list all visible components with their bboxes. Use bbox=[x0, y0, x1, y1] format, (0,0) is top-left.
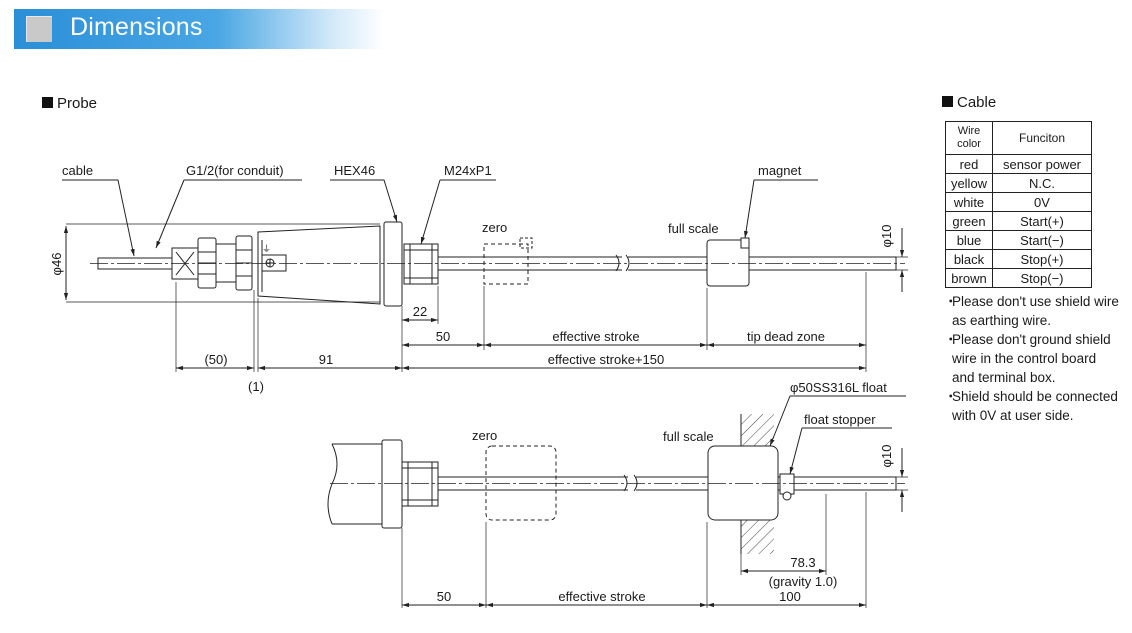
label-float-stopper: float stopper bbox=[804, 412, 876, 427]
section-square-icon bbox=[42, 97, 53, 108]
float-stopper bbox=[779, 473, 795, 495]
label-zero: zero bbox=[482, 220, 507, 235]
housing bbox=[257, 225, 381, 305]
wire-color-cell: blue bbox=[945, 230, 993, 250]
zero-float-outline bbox=[485, 445, 557, 521]
function-cell: 0V bbox=[992, 192, 1092, 212]
dim-91: 91 bbox=[319, 352, 333, 367]
dim-50: 50 bbox=[436, 329, 450, 344]
probe-section-title: Probe bbox=[42, 95, 97, 112]
label-magnet: magnet bbox=[758, 163, 802, 178]
function-cell: Stop(−) bbox=[992, 268, 1092, 288]
function-cell: Start(+) bbox=[992, 211, 1092, 231]
label-float-spec: φ50SS316L float bbox=[790, 380, 887, 395]
label-m24: M24xP1 bbox=[444, 163, 492, 178]
wire-color-cell: green bbox=[945, 211, 993, 231]
wire-color-cell: brown bbox=[945, 268, 993, 288]
header-wire-color: Wire color bbox=[945, 121, 993, 155]
cable-notes: ・Please don't use shield wire as earthin… bbox=[944, 292, 1122, 425]
dim-tip-dead-zone: tip dead zone bbox=[747, 329, 825, 344]
magnet-float bbox=[706, 239, 750, 287]
wire-color-cell: red bbox=[945, 154, 993, 174]
label-hex: HEX46 bbox=[334, 163, 375, 178]
hex-flange bbox=[383, 221, 403, 307]
wire-color-cell: yellow bbox=[945, 173, 993, 193]
wire-color-cell: white bbox=[945, 192, 993, 212]
label-zero-float: zero bbox=[472, 428, 497, 443]
function-cell: N.C. bbox=[992, 173, 1092, 193]
dim-100: 100 bbox=[779, 589, 801, 604]
wire-color-cell: black bbox=[945, 249, 993, 269]
stem bbox=[438, 256, 622, 271]
dim-effective-stroke: effective stroke bbox=[552, 329, 639, 344]
dim-50-float: 50 bbox=[437, 589, 451, 604]
float-drawing bbox=[327, 395, 908, 608]
label-g12: G1/2(for conduit) bbox=[186, 163, 284, 178]
dim-effective-stroke-150: effective stroke+150 bbox=[548, 352, 664, 367]
dim-22: 22 bbox=[413, 304, 427, 319]
note-item: ・Shield should be connected with 0V at u… bbox=[944, 389, 1118, 423]
dim-1-paren: (1) bbox=[248, 379, 264, 394]
table-header-row: Wire color Funciton bbox=[945, 121, 1092, 155]
function-cell: Stop(+) bbox=[992, 249, 1092, 269]
page-title: Dimensions bbox=[70, 13, 203, 41]
dim-50-paren: (50) bbox=[204, 352, 227, 367]
probe-drawing: ⏚ bbox=[62, 179, 908, 372]
header-square-icon bbox=[26, 16, 52, 42]
label-phi10: φ10 bbox=[879, 225, 894, 248]
svg-text:⏚: ⏚ bbox=[262, 244, 271, 254]
dim-effective-stroke-float: effective stroke bbox=[558, 589, 645, 604]
label-phi10-float: φ10 bbox=[879, 445, 894, 468]
cable-section-title: Cable bbox=[942, 94, 996, 111]
function-cell: sensor power bbox=[992, 154, 1092, 174]
dim-gravity: (gravity 1.0) bbox=[769, 574, 838, 589]
float-body bbox=[707, 445, 779, 521]
dim-78: 78.3 bbox=[790, 555, 815, 570]
section-square-icon bbox=[942, 96, 953, 107]
zero-position-marker bbox=[483, 243, 529, 285]
header-function: Funciton bbox=[992, 121, 1092, 155]
note-item: ・Please don't ground shield wire in the … bbox=[944, 332, 1111, 385]
label-cable: cable bbox=[62, 163, 93, 178]
label-phi46: φ46 bbox=[49, 253, 64, 276]
header-banner: Dimensions bbox=[14, 9, 384, 49]
label-full-scale: full scale bbox=[668, 221, 719, 236]
label-full-scale-float: full scale bbox=[663, 429, 714, 444]
note-item: ・Please don't use shield wire as earthin… bbox=[944, 294, 1119, 328]
function-cell: Start(−) bbox=[992, 230, 1092, 250]
